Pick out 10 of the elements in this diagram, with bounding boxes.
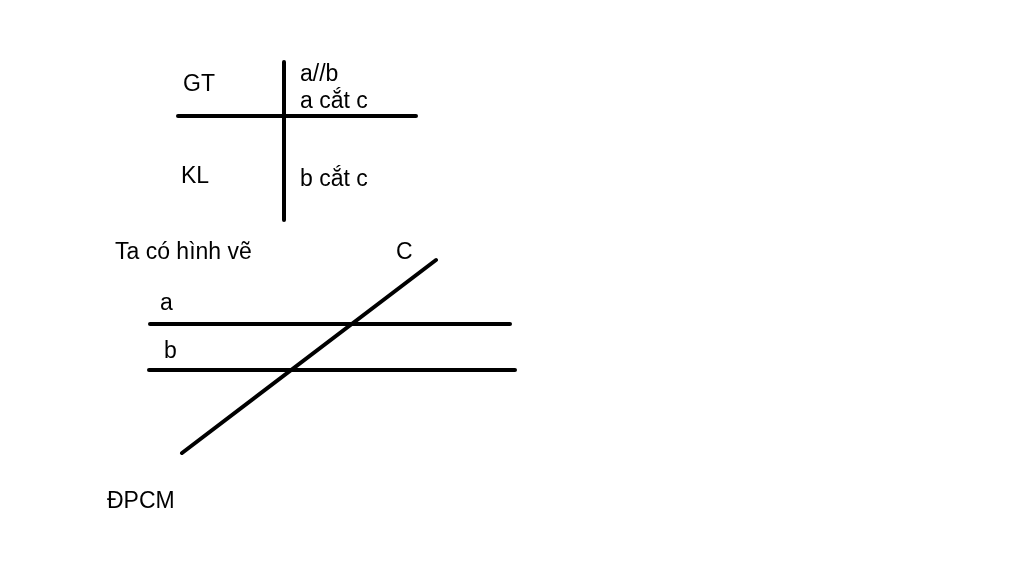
table-heading: KL (181, 162, 210, 188)
note-text: Ta có hình vẽ (115, 238, 252, 264)
table-heading: GT (183, 70, 215, 96)
table-text: b cắt c (300, 165, 368, 191)
line-label: b (164, 337, 177, 363)
note-text: ĐPCM (107, 487, 175, 513)
table-text: a cắt c (300, 87, 368, 113)
table-text: a//b (300, 60, 339, 86)
line-label: a (160, 289, 173, 315)
line-label: C (396, 238, 413, 264)
